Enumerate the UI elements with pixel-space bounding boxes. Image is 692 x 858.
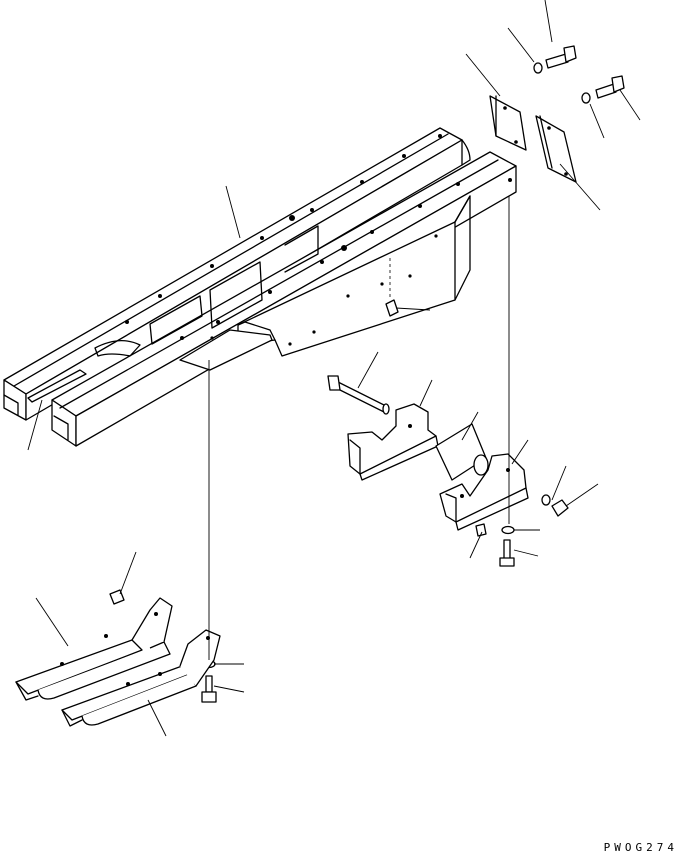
drawing-code: PWOG274	[603, 841, 678, 854]
assembly-lines	[208, 196, 510, 660]
main-frame	[3, 127, 517, 447]
lower-fasteners	[109, 299, 515, 703]
callout-leaders	[27, 0, 641, 737]
mount-bracket-assembly	[327, 375, 569, 537]
rear-brackets	[489, 45, 625, 183]
lower-steps	[15, 597, 221, 727]
